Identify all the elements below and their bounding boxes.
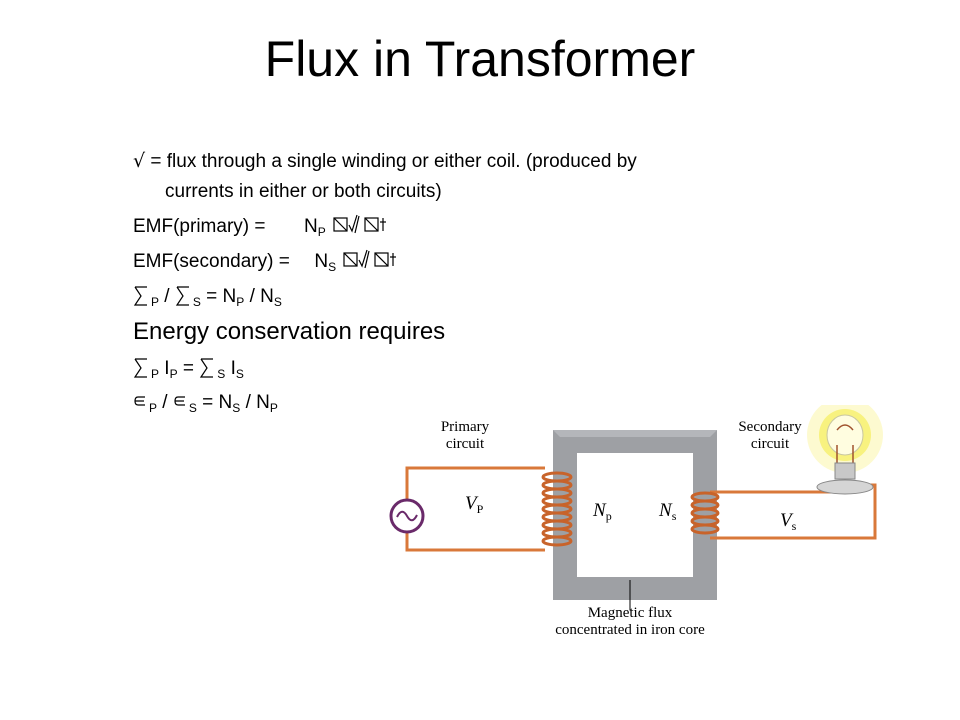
ratio-sub-2: S <box>192 295 201 309</box>
emf-primary-n: N <box>304 216 318 237</box>
vs-symbol: V <box>780 510 792 531</box>
power-i1-sub: P <box>169 367 178 381</box>
np-label: Np <box>593 500 612 524</box>
ratio-rhs-sub-1: P <box>236 295 245 309</box>
voltage-symbol <box>133 286 147 306</box>
primary-coil <box>541 471 573 547</box>
voltage-symbol <box>175 286 189 306</box>
vp-label: VP <box>465 493 483 517</box>
secondary-circuit-label-line-1: Secondary <box>738 419 802 435</box>
slide-title: Flux in Transformer <box>264 31 696 87</box>
np-symbol: N <box>593 500 606 521</box>
emf-secondary-label: EMF(secondary) = <box>133 251 290 272</box>
secondary-coil <box>690 491 720 535</box>
primary-circuit-label-line-2: circuit <box>445 436 485 452</box>
current-rhs-sub-1: S <box>232 401 241 415</box>
energy-conservation-text: Energy conservation requires <box>133 318 446 345</box>
primary-circuit-label: Primary circuit <box>425 419 505 453</box>
ac-source-icon <box>389 498 425 534</box>
energy-conservation-line: Energy conservation requires <box>133 318 445 346</box>
ratio-slash: / <box>164 286 170 307</box>
vs-sub: s <box>791 519 797 533</box>
flux-definition: √ = flux through a single winding or eit… <box>133 150 637 173</box>
magnetic-flux-caption-line-1: Magnetic flux <box>587 605 673 621</box>
flux-definition-text-1: = flux through a single winding or eithe… <box>150 151 637 172</box>
secondary-circuit-label: Secondary circuit <box>720 419 820 453</box>
flux-definition-text-2: currents in either or both circuits) <box>165 181 442 202</box>
ratio-sub-1: P <box>151 295 160 309</box>
np-sub: p <box>605 509 612 523</box>
power-sub-2: S <box>217 367 226 381</box>
ratio-rhs-sub-2: S <box>273 295 282 309</box>
dphi-dt-glyph <box>343 249 397 269</box>
emf-primary-label: EMF(primary) = <box>133 216 266 237</box>
voltage-symbol <box>200 358 214 378</box>
current-sub-2: S <box>188 401 197 415</box>
power-i2-sub: S <box>235 367 244 381</box>
current-rhs-mid: / N <box>245 392 270 413</box>
current-slash: / <box>162 392 168 413</box>
current-rhs-sub-2: P <box>269 401 278 415</box>
ns-sub: s <box>671 509 677 523</box>
ns-symbol: N <box>659 500 672 521</box>
transformer-diagram: Primary circuit Secondary circuit VP Np … <box>385 405 905 655</box>
flux-definition-cont: currents in either or both circuits) <box>165 181 442 203</box>
transformer-illustration <box>389 405 883 610</box>
emf-secondary-n-sub: S <box>328 260 337 274</box>
voltage-symbol <box>133 358 147 378</box>
flux-symbol: √ <box>133 150 146 172</box>
primary-wire <box>405 527 545 552</box>
emf-secondary-line: EMF(secondary) = NS <box>133 248 403 274</box>
ns-label: Ns <box>659 500 676 524</box>
dphi-dt-glyph <box>333 214 387 234</box>
voltage-ratio-line: P / S = NP / NS <box>133 285 282 309</box>
primary-circuit-label-line-1: Primary <box>440 419 490 435</box>
power-i1: I <box>164 358 170 379</box>
ratio-rhs-mid: / N <box>249 286 274 307</box>
current-symbol <box>134 396 145 406</box>
magnetic-flux-caption-line-2: concentrated in iron core <box>555 622 705 638</box>
current-sub-1: P <box>149 401 158 415</box>
power-equality-line: P IP = S IS <box>133 357 244 381</box>
ratio-rhs: = N <box>206 286 237 307</box>
magnetic-flux-caption: Magnetic flux concentrated in iron core <box>525 605 735 639</box>
secondary-circuit-label-line-2: circuit <box>750 436 790 452</box>
current-ratio-line: P / S = NS / NP <box>133 392 278 415</box>
light-bulb-icon <box>807 405 883 495</box>
power-sub-1: P <box>151 367 160 381</box>
power-i2: I <box>230 358 236 379</box>
emf-primary-n-sub: P <box>317 225 326 239</box>
current-symbol <box>174 396 185 406</box>
current-rhs: = N <box>202 392 233 413</box>
emf-secondary-n: N <box>314 251 329 272</box>
iron-core <box>553 430 717 600</box>
vp-symbol: V <box>465 493 477 514</box>
emf-primary-line: EMF(primary) = NP <box>133 213 393 239</box>
vs-label: Vs <box>780 510 796 534</box>
power-eq: = <box>182 358 194 379</box>
vp-sub: P <box>476 502 484 516</box>
